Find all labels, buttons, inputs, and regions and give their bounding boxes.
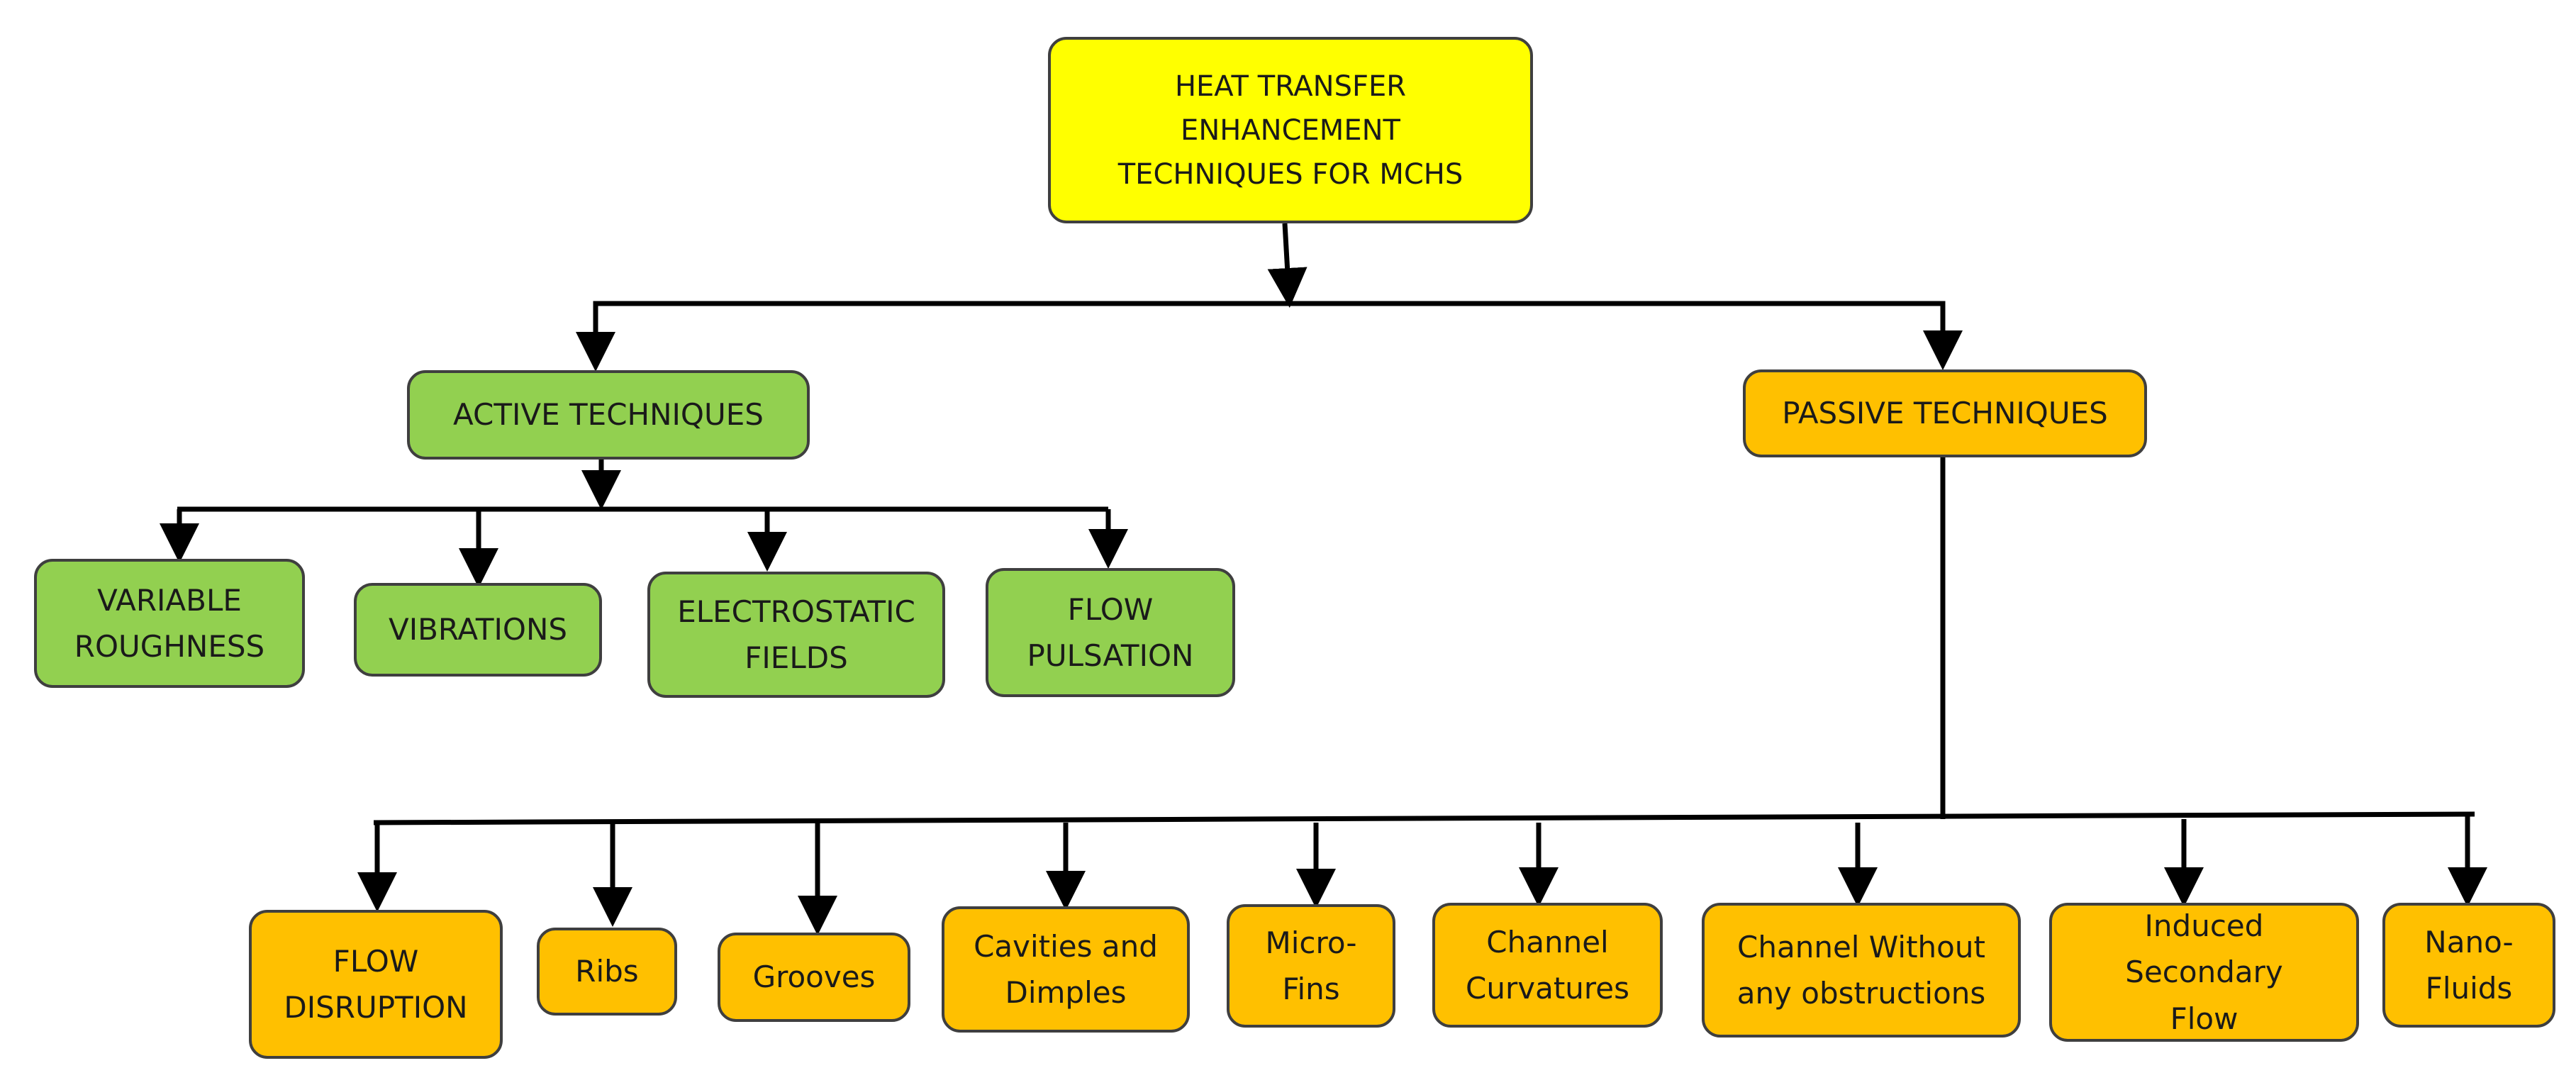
ribs-node: Ribs xyxy=(537,928,677,1016)
electrostatic-fields-node: ELECTROSTATIC FIELDS xyxy=(647,572,945,698)
ribs-label: Ribs xyxy=(575,954,639,989)
root-node-label: HEAT TRANSFER ENHANCEMENT TECHNIQUES FOR… xyxy=(1117,69,1463,191)
connector-passive-bus xyxy=(373,811,2475,825)
nano-fluids-label: Nano-Fluids xyxy=(2424,924,2514,1006)
induced-secondary-flow-node: Induced Secondary Flow xyxy=(2049,903,2359,1042)
vibrations-node: VIBRATIONS xyxy=(354,583,602,677)
flow-pulsation-label: FLOW PULSATION xyxy=(1027,591,1194,673)
flow-pulsation-node: FLOW PULSATION xyxy=(986,568,1235,697)
passive-techniques-node: PASSIVE TECHNIQUES xyxy=(1743,369,2147,457)
flow-disruption-node: FLOW DISRUPTION xyxy=(249,910,503,1059)
channel-without-obstructions-node: Channel Without any obstructions xyxy=(1702,903,2021,1038)
passive-techniques-label: PASSIVE TECHNIQUES xyxy=(1782,396,2108,431)
micro-fins-label: Micro-Fins xyxy=(1265,925,1357,1006)
active-techniques-node: ACTIVE TECHNIQUES xyxy=(407,370,810,460)
channel-curvatures-label: Channel Curvatures xyxy=(1466,924,1629,1006)
connector-root-stem xyxy=(1267,223,1307,308)
root-node: HEAT TRANSFER ENHANCEMENT TECHNIQUES FOR… xyxy=(1048,37,1533,223)
cavities-and-dimples-node: Cavities and Dimples xyxy=(942,906,1190,1033)
induced-secondary-flow-label: Induced Secondary Flow xyxy=(2125,908,2283,1036)
active-techniques-label: ACTIVE TECHNIQUES xyxy=(453,397,764,433)
flow-disruption-label: FLOW DISRUPTION xyxy=(284,943,468,1025)
variable-roughness-node: VARIABLE ROUGHNESS xyxy=(34,559,305,688)
cavities-and-dimples-label: Cavities and Dimples xyxy=(974,928,1158,1010)
channel-without-obstructions-label: Channel Without any obstructions xyxy=(1736,929,1986,1011)
nano-fluids-node: Nano-Fluids xyxy=(2382,903,2555,1028)
grooves-node: Grooves xyxy=(718,933,910,1022)
micro-fins-node: Micro-Fins xyxy=(1227,904,1395,1028)
vibrations-label: VIBRATIONS xyxy=(388,612,568,647)
variable-roughness-label: VARIABLE ROUGHNESS xyxy=(74,582,265,664)
connector-level1-bus xyxy=(593,301,1946,358)
electrostatic-fields-label: ELECTROSTATIC FIELDS xyxy=(677,594,915,675)
channel-curvatures-node: Channel Curvatures xyxy=(1432,903,1663,1028)
grooves-label: Grooves xyxy=(752,959,876,995)
